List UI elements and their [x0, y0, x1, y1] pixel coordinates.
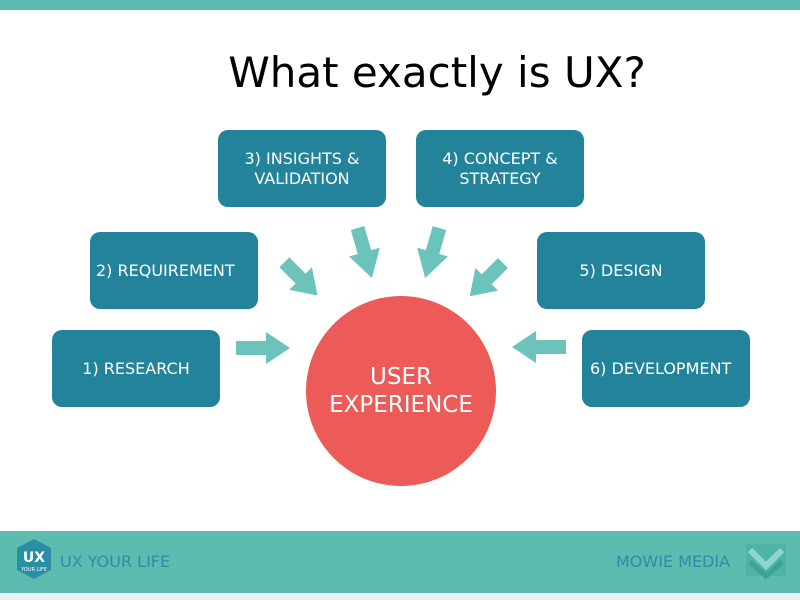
- ux-logo-icon: UX YOUR LIFE: [17, 539, 51, 579]
- footer-bottom-strip: [0, 593, 800, 600]
- step-label: 5) DESIGN: [579, 260, 663, 280]
- step-box-research: 1) RESEARCH: [52, 330, 220, 407]
- step-label-line2: STRATEGY: [459, 168, 541, 188]
- logo-letters: UX: [23, 550, 45, 566]
- arrow-right-icon: [236, 332, 290, 364]
- step-box-design: 5) DESIGN: [537, 232, 705, 309]
- step-label-line1: 3) INSIGHTS &: [244, 148, 360, 168]
- step-box-insights-validation: 3) INSIGHTS & VALIDATION: [218, 130, 386, 207]
- footer-brand-right: MOWIE MEDIA: [616, 552, 731, 571]
- step-label-line2: VALIDATION: [254, 168, 350, 188]
- user-experience-circle: USER EXPERIENCE: [306, 296, 496, 486]
- step-label: 2) REQUIREMENT: [96, 260, 235, 280]
- arrow-down-left-icon: [469, 258, 508, 297]
- logo-subtext: YOUR LIFE: [20, 567, 47, 573]
- arrow-left-icon: [512, 331, 566, 363]
- center-label-line2: EXPERIENCE: [329, 392, 473, 418]
- arrow-down-right-icon: [279, 257, 318, 296]
- step-box-requirement: 2) REQUIREMENT: [90, 232, 258, 309]
- step-box-concept-strategy: 4) CONCEPT & STRATEGY: [416, 130, 584, 207]
- center-label-line1: USER: [370, 364, 432, 390]
- page-title: What exactly is UX?: [228, 48, 646, 97]
- step-label: 1) RESEARCH: [82, 358, 190, 378]
- arrow-down-icon: [417, 226, 448, 279]
- footer-bar: [0, 531, 800, 593]
- mowie-media-logo-icon: [746, 544, 786, 580]
- step-label: 6) DEVELOPMENT: [590, 358, 732, 378]
- step-box-development: 6) DEVELOPMENT: [582, 330, 750, 407]
- arrow-down-icon: [349, 226, 380, 279]
- top-accent-bar: [0, 0, 800, 10]
- step-label-line1: 4) CONCEPT &: [442, 148, 558, 168]
- footer-brand-left: UX YOUR LIFE: [60, 552, 171, 571]
